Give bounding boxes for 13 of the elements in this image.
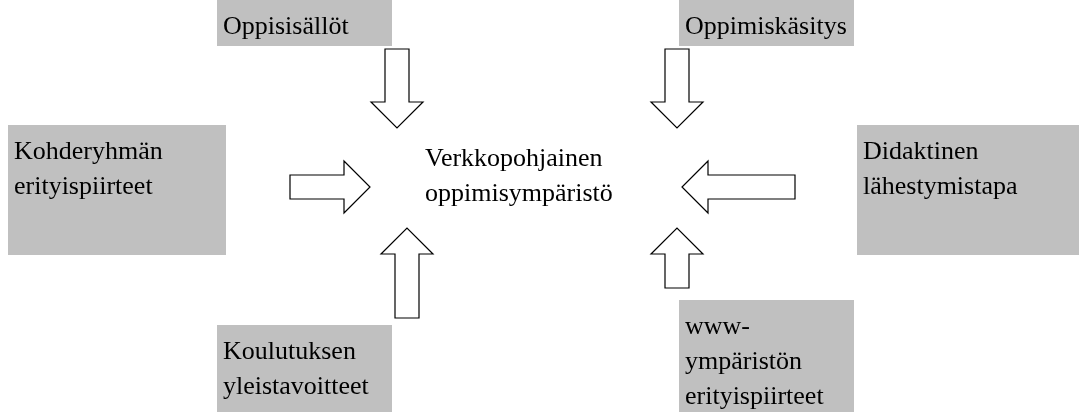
- block-arrow: [649, 227, 705, 289]
- factor-box: Oppisisällöt: [217, 0, 392, 46]
- factor-box: Didaktinen lähestymistapa: [857, 125, 1079, 255]
- factor-box: Kohderyhmän erityispiirteet: [8, 125, 226, 255]
- factor-box: Oppimiskäsitys: [679, 0, 854, 46]
- block-arrow: [681, 159, 796, 215]
- center-label: Verkkopohjainen oppimisympäristö: [425, 140, 620, 218]
- block-arrow: [649, 48, 705, 129]
- factor-box: www-ympäristön erityispiirteet: [679, 300, 854, 412]
- factor-box: Koulutuksen yleistavoitteet: [217, 325, 392, 412]
- block-arrow: [369, 48, 425, 129]
- block-arrow: [379, 227, 435, 319]
- block-arrow: [289, 159, 371, 215]
